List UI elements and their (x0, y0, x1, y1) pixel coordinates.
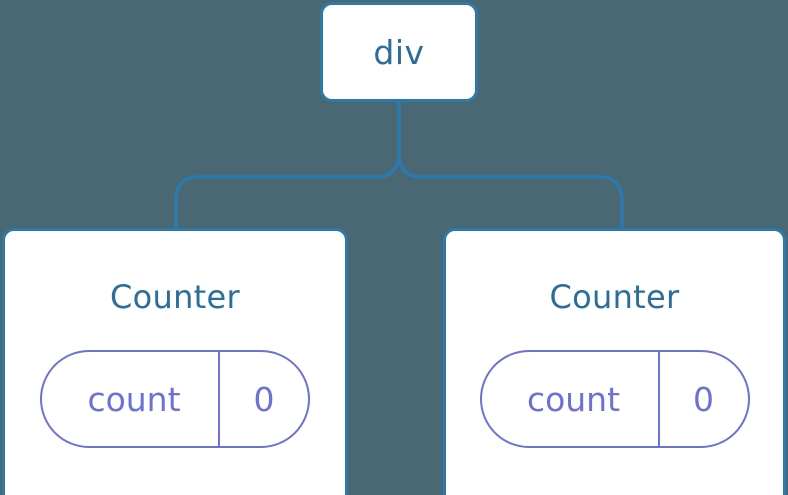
node-counter-right[interactable]: Counter count 0 (443, 228, 786, 495)
state-pill-right-key: count (526, 379, 621, 419)
state-pill-left-key: count (87, 379, 181, 419)
state-pill-right[interactable]: count 0 (479, 350, 750, 448)
node-counter-left[interactable]: Counter count 0 (2, 228, 348, 495)
connector-branch-left (174, 150, 401, 230)
state-pill-right-value: 0 (657, 352, 748, 446)
connector-branch-right (397, 150, 624, 230)
state-pill-left[interactable]: count 0 (40, 350, 310, 448)
state-pill-left-value: 0 (218, 352, 308, 446)
node-div-label: div (373, 32, 425, 72)
node-counter-right-title: Counter (549, 278, 680, 316)
node-div[interactable]: div (320, 2, 478, 102)
node-counter-left-title: Counter (110, 278, 240, 316)
